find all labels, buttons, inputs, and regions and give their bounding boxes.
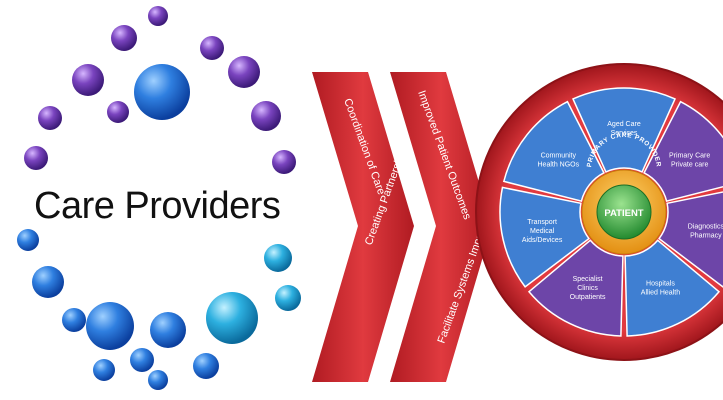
bubble [148, 370, 168, 390]
bubble [86, 302, 134, 350]
center-label: PATIENT [604, 208, 643, 219]
wheel-segment [643, 100, 723, 203]
wheel-segment [502, 100, 605, 203]
bubble [107, 101, 129, 123]
chevron-1 [312, 72, 414, 382]
center-patient-circle [596, 184, 652, 240]
bubble [148, 6, 168, 26]
bubble [264, 244, 292, 272]
bubble [93, 359, 115, 381]
bubble [134, 64, 190, 120]
bubble [111, 25, 137, 51]
wheel-segment [527, 239, 624, 337]
wheel-segment [658, 191, 723, 288]
wheel-segments [499, 87, 723, 337]
bubble [206, 292, 258, 344]
bubble [150, 312, 186, 348]
bubble [130, 348, 154, 372]
bubble [72, 64, 104, 96]
wheel-segment [499, 186, 590, 288]
bubble-ring [17, 6, 301, 390]
bubble [193, 353, 219, 379]
bubble [275, 285, 301, 311]
bubble [251, 101, 281, 131]
bubble [32, 266, 64, 298]
bubble [17, 229, 39, 251]
chevron-2 [390, 72, 492, 382]
wheel-segment [572, 87, 676, 173]
nurse-navigator-wheel: PATIENT PRIMARY CARE PROVIDER NURSE NAVI… [475, 41, 723, 361]
wheel-segment [624, 239, 721, 337]
bubble [228, 56, 260, 88]
bubble [62, 308, 86, 332]
chevron-arrows: Coordination of Care Creating Partnershi… [312, 72, 500, 382]
bubble [272, 150, 296, 174]
bubble [24, 146, 48, 170]
bubble [38, 106, 62, 130]
care-providers-title: Care Providers [34, 185, 281, 227]
bubble [200, 36, 224, 60]
